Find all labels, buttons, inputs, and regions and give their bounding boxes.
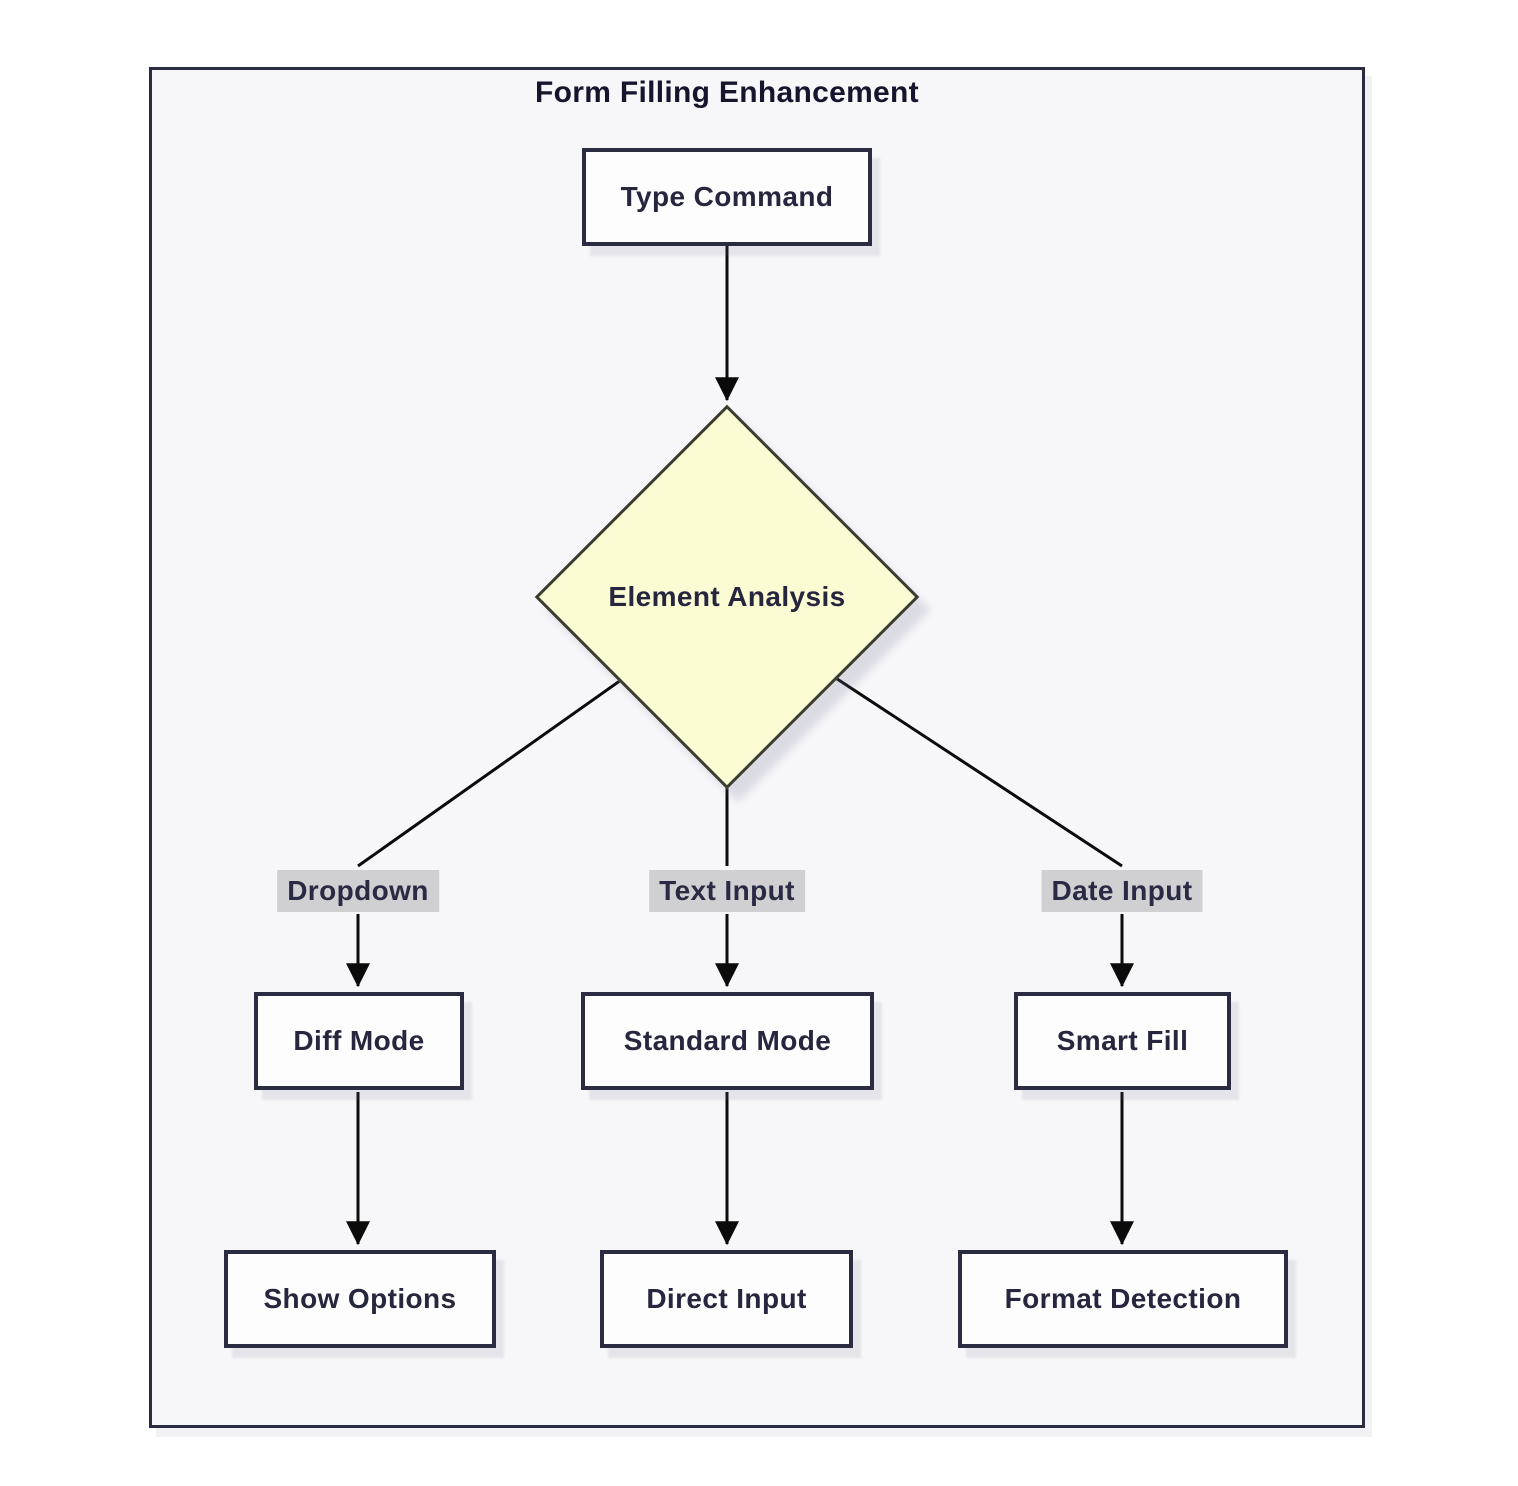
diagram-title: Form Filling Enhancement	[535, 76, 919, 109]
node-format-detection-label: Format Detection	[1004, 1283, 1242, 1314]
edge-label-date-input: Date Input	[1041, 870, 1203, 912]
node-smart-fill: Smart Fill	[1014, 992, 1231, 1090]
node-show-options: Show Options	[224, 1250, 496, 1348]
node-standard-mode-label: Standard Mode	[623, 1025, 832, 1056]
edge-label-text-input: Text Input	[649, 870, 805, 912]
node-standard-mode: Standard Mode	[581, 992, 874, 1090]
node-diff-mode: Diff Mode	[254, 992, 464, 1090]
node-format-detection: Format Detection	[958, 1250, 1288, 1348]
node-element-analysis-label: Element Analysis	[608, 581, 846, 612]
node-show-options-label: Show Options	[263, 1283, 457, 1314]
node-diff-mode-label: Diff Mode	[293, 1025, 425, 1056]
node-type-command-label: Type Command	[620, 181, 834, 212]
node-direct-input: Direct Input	[600, 1250, 853, 1348]
node-direct-input-label: Direct Input	[646, 1283, 807, 1314]
node-smart-fill-label: Smart Fill	[1056, 1025, 1189, 1056]
edge-label-dropdown: Dropdown	[277, 870, 439, 912]
node-type-command: Type Command	[582, 148, 872, 246]
